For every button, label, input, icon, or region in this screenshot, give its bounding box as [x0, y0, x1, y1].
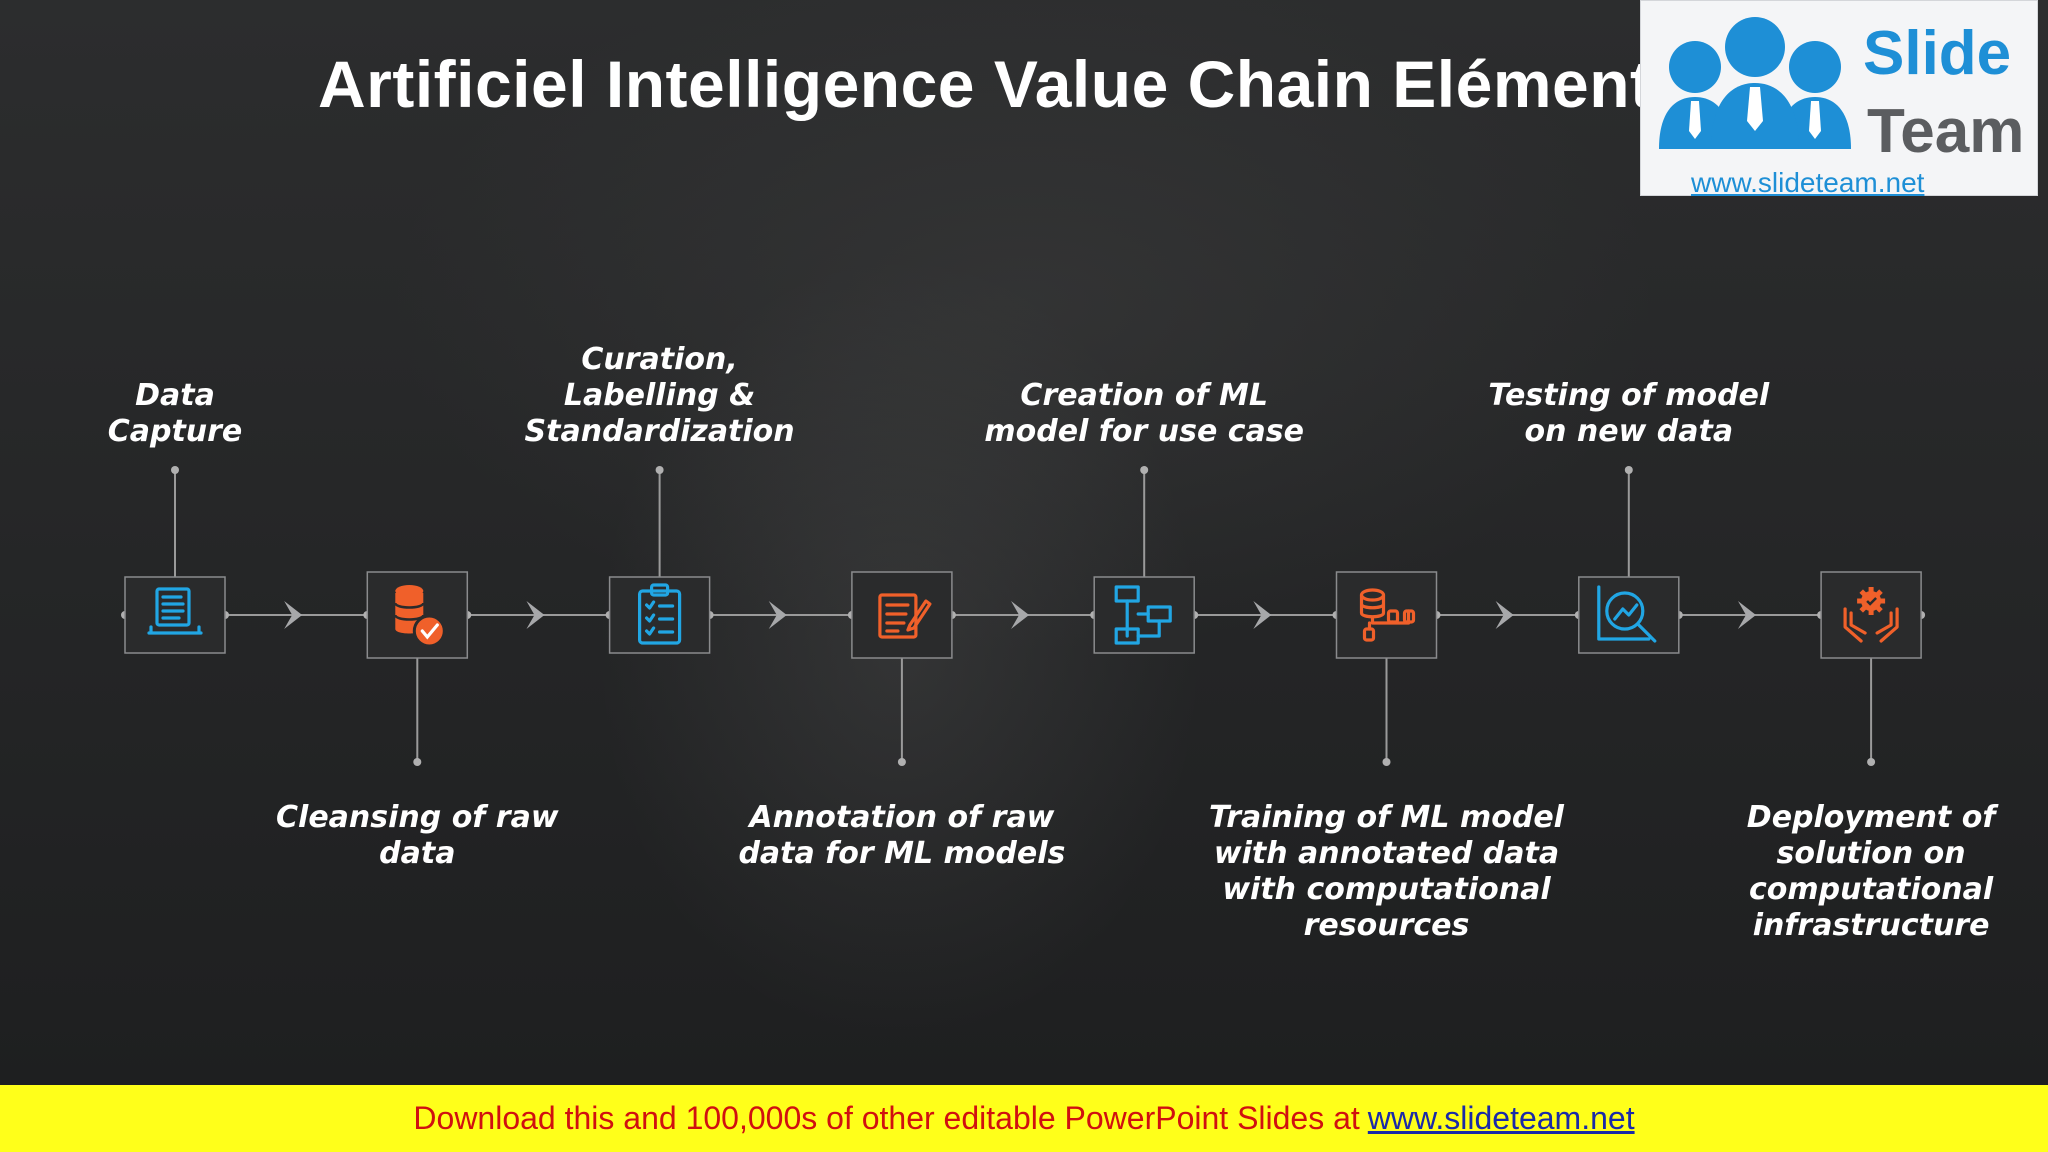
hands-gear-icon [1843, 587, 1899, 643]
step-label: Annotation of raw data for ML models [738, 800, 1066, 871]
chevron-right-icon [526, 601, 545, 629]
logo-word-team: Team [1867, 97, 2025, 166]
banner-text: Download this and 100,000s of other edit… [413, 1100, 1360, 1136]
leader-dot [413, 758, 422, 766]
step-label: Deployment of solution on computational … [1746, 800, 1996, 943]
slide-title: Artificiel Intelligence Value Chain Elém… [318, 47, 1690, 121]
slideteam-logo: Slide Team www.slideteam.net [1640, 0, 2038, 198]
laptop-document-icon [147, 587, 203, 635]
step-label: Data Capture [107, 378, 243, 449]
value-chain-diagram [121, 466, 1926, 766]
leader-dot [1140, 466, 1149, 474]
edit-document-icon [878, 593, 932, 639]
step-label: Cleansing of raw data [276, 800, 559, 871]
leader-dot [1624, 466, 1633, 474]
database-network-icon [1359, 588, 1416, 642]
step-label: Training of ML model with annotated data… [1209, 800, 1564, 943]
magnifier-analysis-icon [1597, 585, 1657, 643]
step-label: Curation, Labelling & Standardization [524, 342, 795, 449]
download-banner: Download this and 100,000s of other edit… [0, 1085, 2048, 1152]
step-label: Testing of model on new data [1488, 378, 1770, 449]
chevron-right-icon [1737, 601, 1756, 629]
chevron-right-icon [1011, 601, 1030, 629]
logo-word-slide: Slide [1863, 19, 2012, 88]
step-box [851, 571, 953, 659]
step-box [1335, 571, 1438, 659]
slide-background: Artificiel Intelligence Value Chain Elém… [0, 0, 2048, 1085]
flowchart-icon [1114, 585, 1172, 645]
clipboard-checklist-icon [637, 583, 682, 645]
chevron-right-icon [1253, 601, 1272, 629]
leader-dot [1382, 758, 1391, 766]
chevron-right-icon [768, 601, 787, 629]
leader-dot [655, 466, 664, 474]
people-logo-icon [1659, 17, 1851, 149]
step-label: Creation of ML model for use case [984, 378, 1304, 449]
leader-dot [1867, 758, 1876, 766]
database-check-icon [394, 585, 446, 648]
leader-dot [897, 758, 906, 766]
chevron-right-icon [284, 601, 303, 629]
chevron-right-icon [1495, 601, 1514, 629]
banner-link[interactable]: www.slideteam.net [1367, 1100, 1635, 1136]
logo-url-link[interactable]: www.slideteam.net [1691, 167, 1925, 198]
leader-dot [171, 466, 179, 474]
